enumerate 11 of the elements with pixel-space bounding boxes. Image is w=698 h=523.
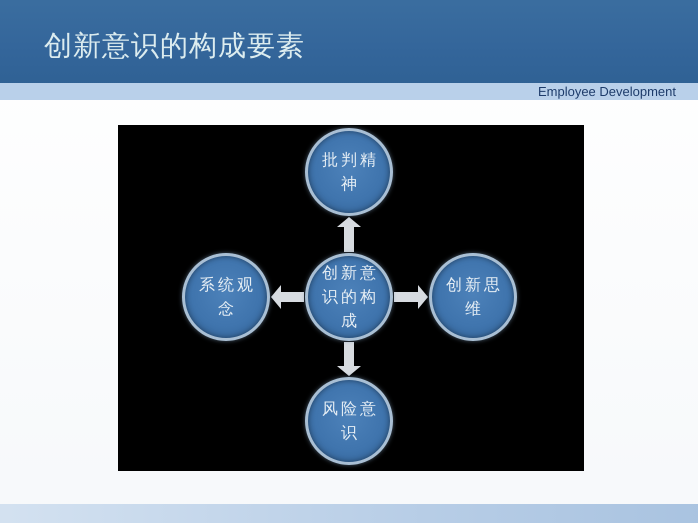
slide-title: 创新意识的构成要素 (44, 28, 305, 64)
circle-label: 风险意识 (321, 398, 380, 444)
circle-label: 系统观念 (198, 274, 257, 320)
block-arrow (394, 285, 428, 309)
circle-label: 创新思维 (445, 274, 504, 320)
header-text: Employee Development (538, 84, 676, 99)
circle-label: 创新意识的构成 (321, 262, 380, 332)
block-arrow (337, 217, 361, 252)
block-arrow (271, 285, 304, 309)
circle-label: 批判精神 (321, 149, 380, 195)
block-arrow (337, 342, 361, 376)
